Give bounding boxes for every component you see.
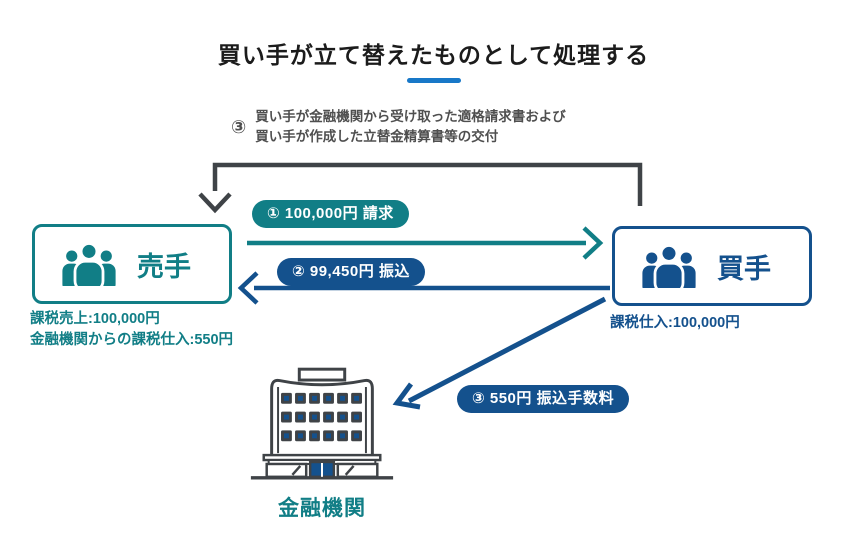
transfer-arrow: [237, 271, 610, 305]
bank-label: 金融機関: [278, 497, 366, 520]
flow1-invoice-badge: ① 100,000円 請求: [252, 200, 409, 228]
people-group-icon: [62, 242, 116, 286]
seller-tax-notes: 課税売上:100,000円 金融機関からの課税仕入:550円: [30, 309, 233, 351]
step3-annotation-line1: 買い手が金融機関から受け取った適格請求書および: [255, 109, 566, 124]
seller-note-taxable-purchase: 金融機関からの課税仕入:550円: [30, 332, 234, 348]
seller-label: 売手: [137, 251, 191, 282]
page-title: 買い手が立て替えたものとして処理する: [217, 42, 650, 68]
people-group-icon: [642, 244, 696, 288]
flow3-fee-badge: ③ 550円 振込手数料: [457, 385, 630, 413]
seller-note-taxable-sales: 課税売上:100,000円: [30, 311, 160, 327]
bank-building-icon: [243, 366, 401, 480]
seller-box: 売手: [32, 224, 232, 304]
buyer-tax-notes: 課税仕入:100,000円: [610, 313, 740, 334]
buyer-box: 買手: [612, 226, 812, 306]
buyer-note-taxable-purchase: 課税仕入:100,000円: [610, 315, 740, 331]
invoice-arrow: [247, 226, 604, 260]
bank-door: [308, 460, 336, 479]
step3-annotation-text: 買い手が金融機関から受け取った適格請求書および 買い手が作成した立替金精算書等の…: [255, 107, 566, 147]
document-return-arrow: [198, 162, 643, 214]
step3-annotation-line2: 買い手が作成した立替金精算書等の交付: [255, 129, 499, 144]
step3-annotation: ③ 買い手が金融機関から受け取った適格請求書および 買い手が作成した立替金精算書…: [231, 107, 566, 147]
fee-arrow: [392, 296, 607, 410]
flow2-transfer-badge: ② 99,450円 振込: [277, 258, 425, 286]
step3-circled-number: ③: [231, 116, 247, 137]
buyer-label: 買手: [717, 253, 771, 284]
bank-windows: [281, 392, 362, 442]
title-underline-accent: [406, 78, 461, 83]
